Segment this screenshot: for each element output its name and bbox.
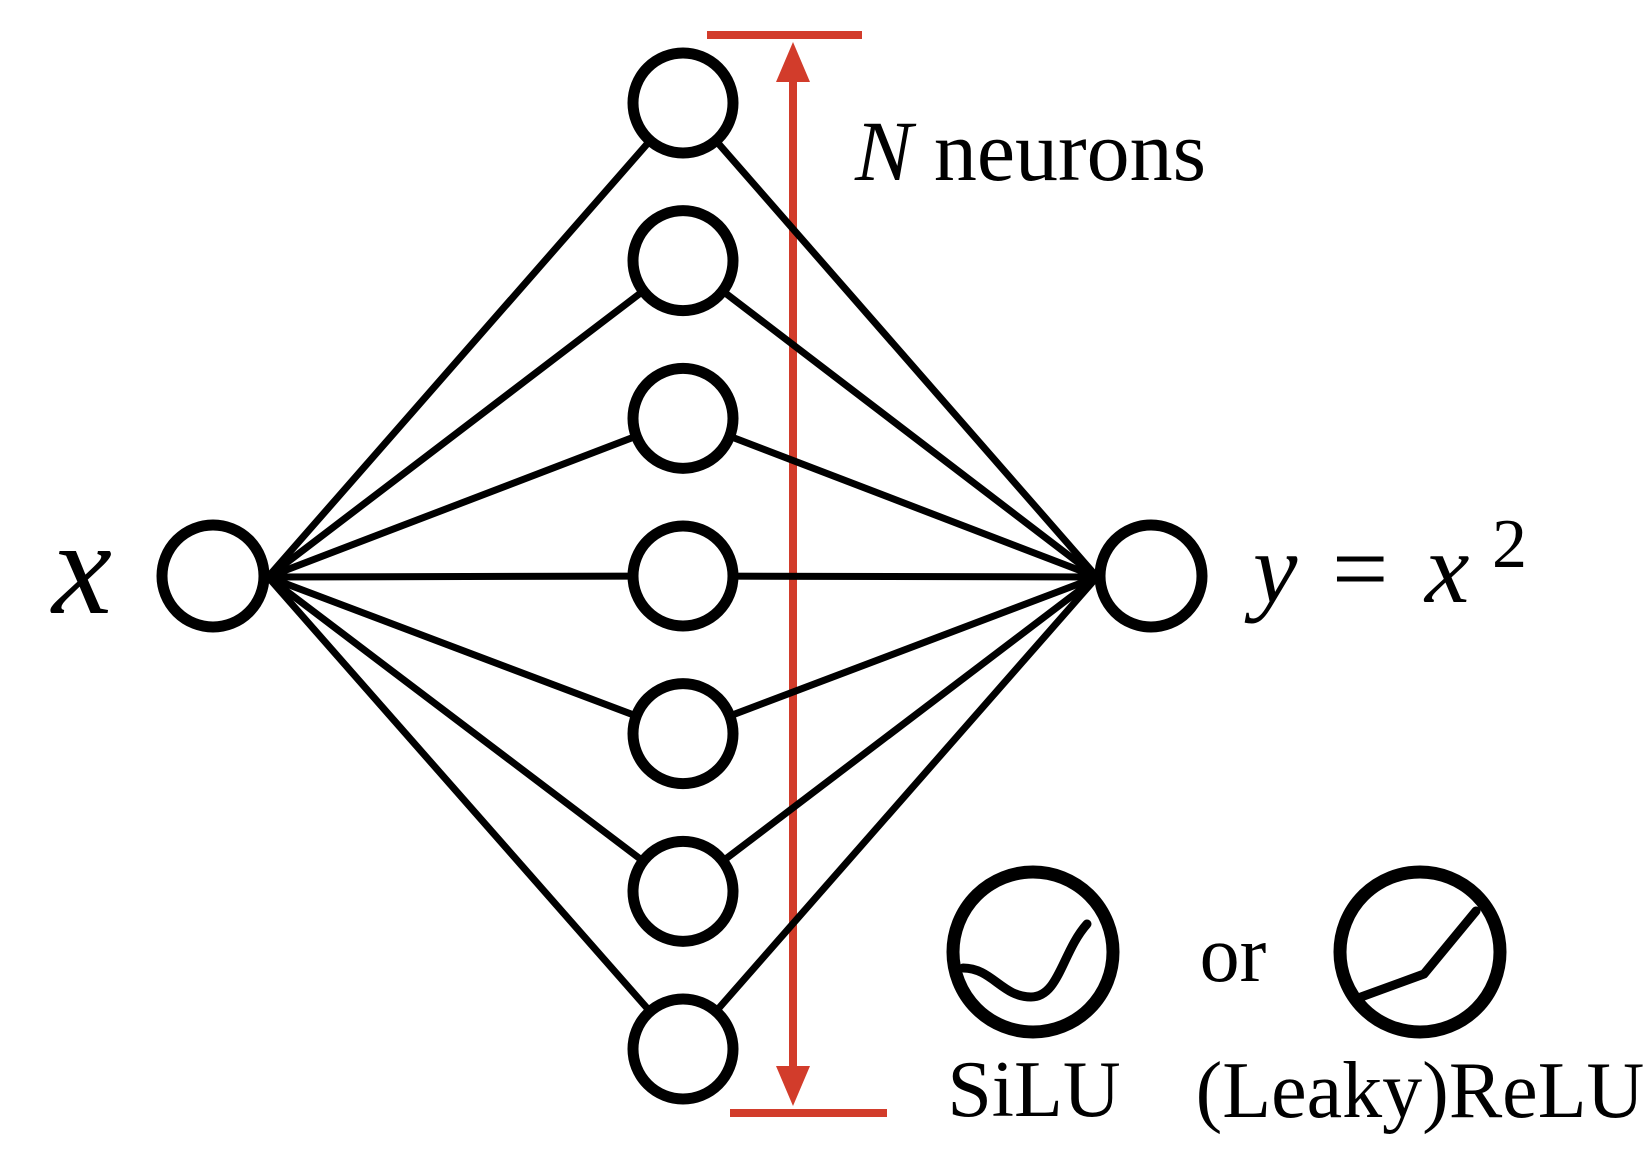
edge-input-hidden [265, 100, 686, 580]
hidden-neuron [627, 835, 739, 947]
hidden-neuron [627, 362, 739, 474]
n-neurons-label: N neurons [854, 103, 1206, 199]
edge-input-hidden [265, 574, 686, 1052]
hidden-neuron [627, 993, 739, 1105]
arrow-down-head-icon [776, 1066, 810, 1106]
silu-curve-icon [958, 919, 1092, 1002]
leaky-relu-activation-icon [1333, 865, 1507, 1039]
edge-input-hidden [266, 415, 685, 581]
formula-y: y [1244, 513, 1298, 624]
edge-input-hidden [265, 574, 686, 895]
output-formula: y = x 2 [1244, 506, 1527, 624]
formula-equals: = [1332, 513, 1388, 624]
hidden-neuron [627, 47, 739, 159]
activation-options: or SiLU (Leaky)ReLU [946, 865, 1645, 1135]
edge-hidden-output [680, 574, 1100, 895]
formula-exponent: 2 [1492, 506, 1527, 583]
hidden-neuron [627, 678, 739, 790]
arrow-up-head-icon [776, 42, 810, 82]
formula-x: x [1423, 513, 1469, 624]
edge-hidden-output [680, 257, 1100, 580]
edge-input-hidden [265, 257, 686, 580]
n-neurons-label-n: N [854, 103, 917, 199]
connection-edges [265, 100, 1100, 1052]
leaky-relu-curve-icon [1356, 906, 1481, 1002]
silu-label: SiLU [947, 1046, 1120, 1134]
silu-activation-icon [946, 865, 1120, 1039]
edge-hidden-output [680, 100, 1100, 580]
edge-hidden-output [681, 415, 1099, 581]
leaky-relu-label: (Leaky)ReLU [1196, 1047, 1645, 1135]
edge-hidden-output [682, 572, 1098, 581]
hidden-layer [627, 47, 739, 1105]
hidden-neuron [627, 205, 739, 317]
edge-hidden-output [681, 573, 1099, 737]
output-node [1094, 519, 1208, 633]
n-neurons-label-text: neurons [912, 103, 1206, 199]
hidden-neuron [627, 520, 739, 632]
edge-input-hidden [266, 573, 685, 737]
edge-hidden-output [680, 574, 1100, 1052]
or-label: or [1200, 911, 1267, 999]
edge-input-hidden [267, 572, 684, 581]
input-label: x [50, 494, 112, 643]
input-node [156, 519, 270, 633]
